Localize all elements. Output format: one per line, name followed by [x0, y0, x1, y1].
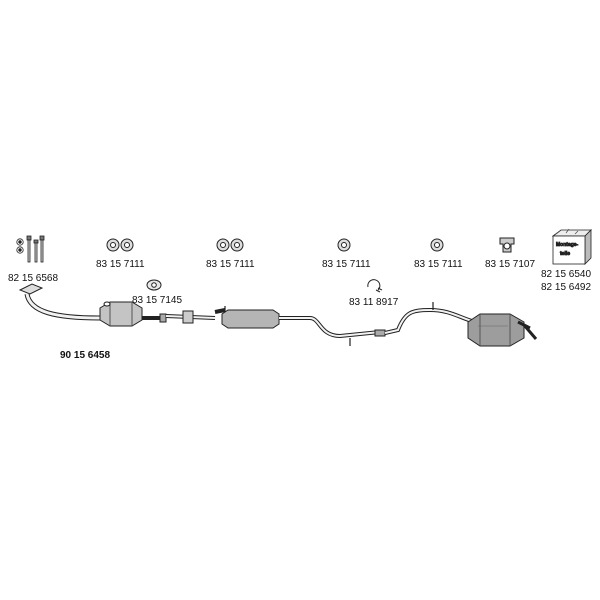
hanger-bracket-icon [499, 237, 515, 253]
part-number-hanger-3: 83 15 7111 [322, 259, 371, 270]
gasket-icon [146, 279, 162, 291]
part-number-hanger-5: 83 15 7107 [485, 259, 535, 270]
rubber-hanger-icon [337, 238, 351, 252]
part-number-gasket: 83 15 7145 [132, 295, 182, 306]
mounting-kit-label-line1: Montage- [556, 242, 579, 248]
part-number-clamp: 83 11 8917 [349, 297, 399, 308]
part-number-hanger-2: 83 15 7111 [206, 259, 255, 270]
rubber-hanger-icon [430, 238, 444, 252]
exhaust-line [18, 283, 538, 347]
rubber-hanger-icon [216, 238, 244, 252]
part-number-hanger-1: 83 15 7111 [96, 259, 145, 270]
rubber-hanger-icon [106, 238, 134, 252]
part-number-front-pipe: 90 15 6458 [60, 350, 110, 361]
mounting-kit-box-icon: Montage- teile [551, 228, 592, 265]
mounting-kit-label-line2: teile [560, 251, 570, 257]
part-number-mounting-kit-b: 82 15 6492 [541, 282, 591, 293]
mounting-bolts-icon [16, 235, 45, 263]
part-number-mounting-bolts: 82 15 6568 [8, 273, 58, 284]
clamp-icon [367, 279, 383, 293]
part-number-hanger-4: 83 15 7111 [414, 259, 463, 270]
part-number-mounting-kit-a: 82 15 6540 [541, 269, 591, 280]
